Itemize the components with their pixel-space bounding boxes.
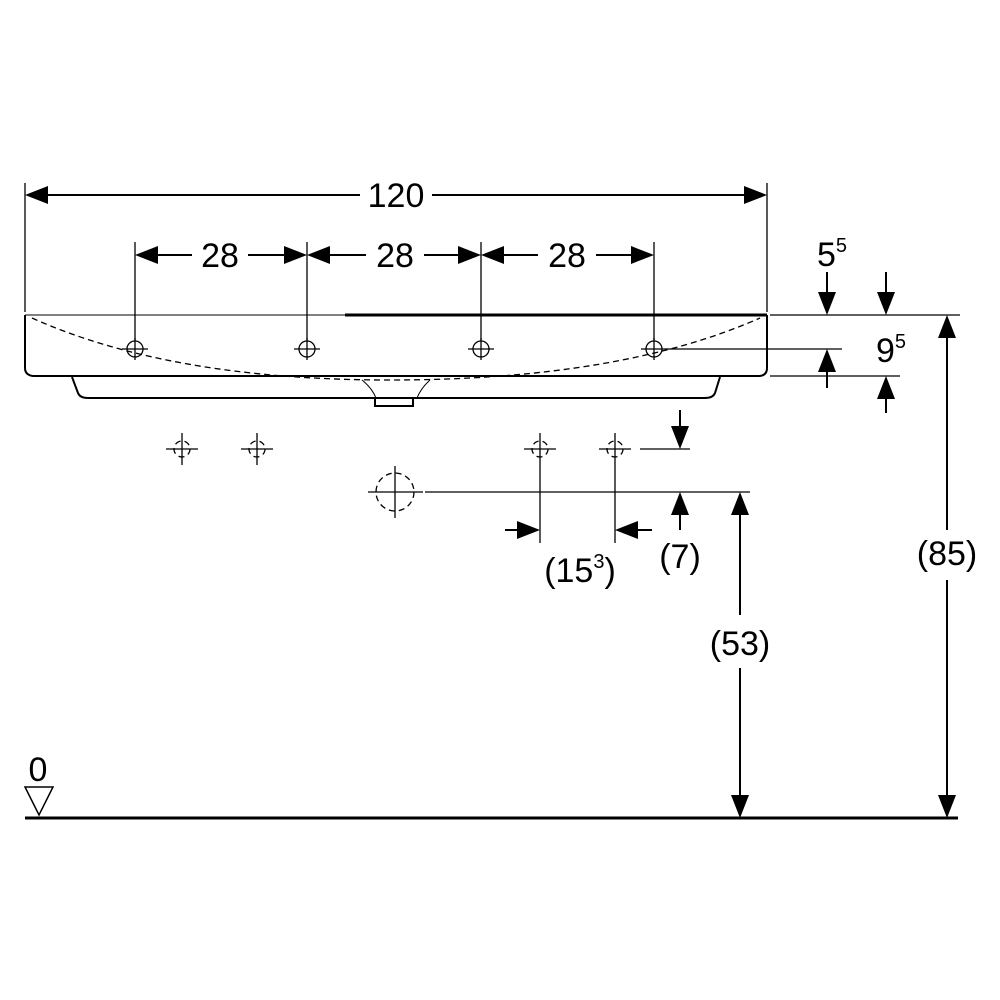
spacing-3-label: 28 [548, 237, 586, 275]
supply-mark-1 [166, 433, 198, 465]
rim-total-height-label: (85) [917, 535, 977, 573]
spacing-2-label: 28 [376, 237, 414, 275]
dimension-hole-spacing: 28 28 28 [135, 237, 654, 275]
dimension-rim-total-height: (85) [917, 315, 977, 818]
dimension-total-width: 120 [25, 177, 767, 215]
supply-spacing-label: (153) [544, 551, 616, 590]
spacing-1-label: 28 [201, 237, 239, 275]
dimension-drain-height: (53) [710, 492, 770, 818]
rim-height-label: 95 [876, 331, 906, 370]
supply-connections [166, 433, 631, 465]
tap-hole-4 [641, 338, 667, 360]
supply-mark-2 [241, 433, 273, 465]
supply-mark-3 [524, 433, 556, 465]
tap-hole-3 [468, 338, 494, 360]
dimension-rim-height: 95 [818, 331, 906, 413]
tap-hole-1 [122, 338, 148, 360]
tap-holes [122, 338, 667, 360]
washbasin-outline [24, 313, 768, 407]
dimension-supply-spacing: (153) [505, 521, 652, 590]
supply-mark-4 [599, 433, 631, 465]
total-width-label: 120 [368, 177, 425, 215]
drain-connection [368, 466, 423, 518]
dimension-rim-offset: 55 [817, 235, 895, 315]
floor-level: 0 [23, 751, 958, 820]
extension-lines [24, 183, 960, 543]
rim-offset-label: 55 [817, 235, 847, 274]
supply-offset-label: (7) [659, 538, 701, 576]
drain-height-label: (53) [710, 625, 770, 663]
floor-level-label: 0 [29, 751, 48, 789]
dimension-supply-offset: (7) [659, 410, 701, 576]
tap-hole-2 [294, 338, 320, 360]
